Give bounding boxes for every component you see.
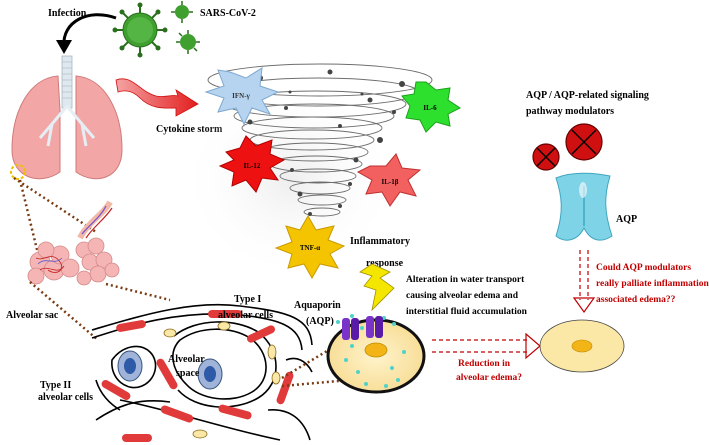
inhibitor-small-icon bbox=[532, 143, 560, 171]
reduction-line1: Reduction in bbox=[458, 359, 511, 369]
alteration-line3: interstitial fluid accumulation bbox=[406, 307, 528, 317]
svg-text:IL-1β: IL-1β bbox=[382, 178, 399, 186]
cell-with-aqp bbox=[326, 314, 426, 394]
reduction-arrow-head bbox=[525, 332, 541, 360]
type1-label-line1: Type I bbox=[234, 294, 261, 305]
aqp-label: AQP bbox=[616, 214, 637, 225]
il1b-star: IL-1β bbox=[356, 153, 422, 207]
infection-arrow-head bbox=[56, 40, 72, 54]
inflammatory-line2: response bbox=[366, 258, 404, 269]
alveolar-sac-label: Alveolar sac bbox=[6, 310, 59, 321]
down-arrow-head bbox=[572, 297, 596, 314]
question-line1: Could AQP modulators bbox=[596, 263, 691, 273]
healthy-cell bbox=[539, 319, 625, 373]
reduction-line2: alveolar edema? bbox=[456, 373, 522, 383]
svg-text:IL-12: IL-12 bbox=[244, 162, 261, 170]
alteration-line2: causing alveolar edema and bbox=[406, 291, 519, 301]
inflammatory-line1: Inflammatory bbox=[350, 236, 410, 247]
il12-star: IL-12 bbox=[218, 135, 286, 193]
il6-star: IL-6 bbox=[401, 81, 461, 133]
alveolar-space-line2: space bbox=[176, 368, 200, 379]
tornado-icon bbox=[180, 63, 433, 280]
cytokine-arrow-icon bbox=[115, 78, 199, 117]
type1-label-line2: alveolar cells bbox=[218, 310, 273, 321]
zoom-lines-lung bbox=[13, 176, 97, 263]
aquaporin-label-line2: (AQP) bbox=[306, 316, 334, 327]
aquaporin-label-line1: Aquaporin bbox=[294, 300, 341, 311]
tnf-alpha-star: TNF-α bbox=[274, 214, 346, 280]
aqp-channel-icon bbox=[342, 316, 383, 340]
reduction-arrow-icon bbox=[432, 339, 530, 353]
type2-cell-icon bbox=[117, 350, 223, 390]
inhibitor-large-icon bbox=[565, 123, 603, 161]
svg-text:IL-6: IL-6 bbox=[423, 104, 437, 112]
infection-label: Infection bbox=[48, 8, 87, 19]
modulators-line1: AQP / AQP-related signaling bbox=[526, 90, 649, 101]
question-line2: really palliate inflammation bbox=[596, 279, 709, 289]
lightning-icon bbox=[359, 263, 395, 312]
svg-text:TNF-α: TNF-α bbox=[300, 244, 320, 252]
alveolar-sac-icon bbox=[27, 200, 120, 286]
lungs-icon bbox=[10, 55, 123, 180]
zoom-lines-sac bbox=[29, 281, 171, 341]
virus-icon bbox=[112, 1, 200, 58]
aqp-protein-icon bbox=[555, 172, 613, 241]
svg-text:IFN-γ: IFN-γ bbox=[232, 92, 250, 100]
down-arrow-icon bbox=[579, 250, 589, 300]
zoom-line-cell-2 bbox=[281, 378, 351, 388]
virus-label: SARS-CoV-2 bbox=[200, 8, 256, 19]
infection-curved-arrow bbox=[62, 13, 117, 47]
alteration-line1: Alteration in water transport bbox=[406, 275, 525, 285]
alveolar-space-line1: Alveolar bbox=[168, 354, 205, 365]
question-line3: associated edema?? bbox=[596, 295, 676, 305]
alveolar-tissue bbox=[91, 303, 313, 442]
ifn-gamma-star: IFN-γ bbox=[204, 67, 280, 126]
modulators-line2: pathway modulators bbox=[526, 106, 614, 117]
type2-label-line1: Type II bbox=[40, 380, 71, 391]
cytokine-storm-label: Cytokine storm bbox=[156, 124, 223, 135]
lung-zoom-highlight bbox=[10, 164, 26, 180]
type2-label-line2: alveolar cells bbox=[38, 392, 93, 403]
